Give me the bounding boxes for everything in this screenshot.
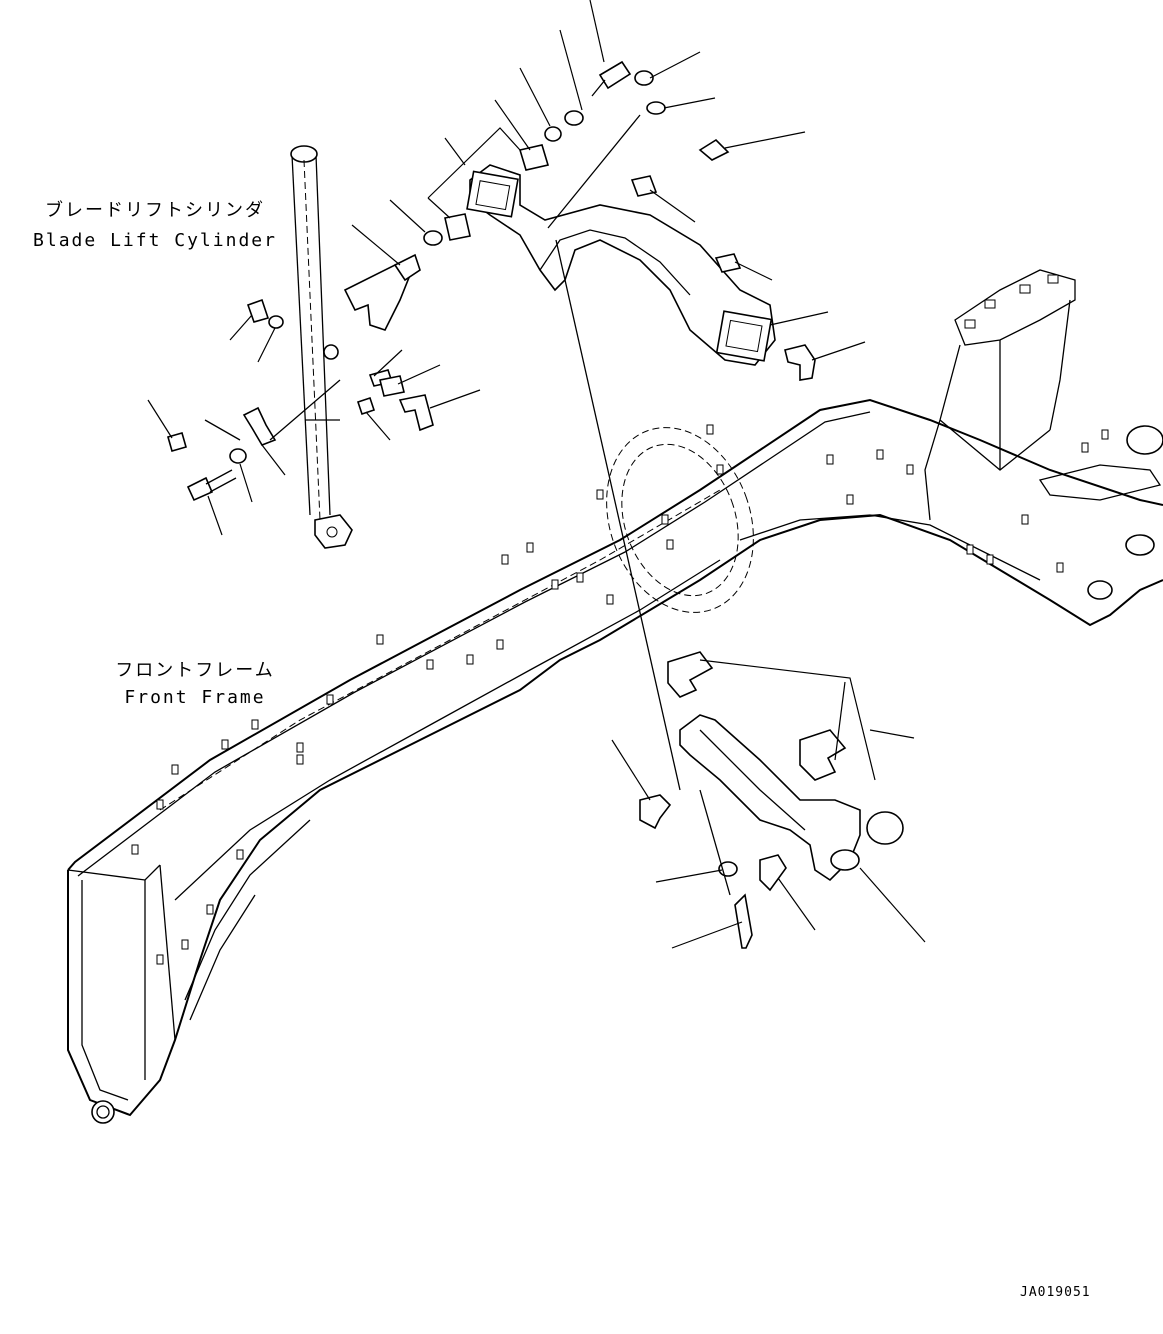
fasteners bbox=[167, 60, 816, 949]
lift-arm-bracket bbox=[466, 164, 776, 366]
frame-stud bbox=[1056, 562, 1064, 573]
frame-stud bbox=[876, 449, 884, 460]
frame-stud bbox=[501, 554, 509, 565]
circle-ring bbox=[606, 427, 754, 613]
blade-lift-cylinder-label-jp: ブレードリフトシリンダ bbox=[45, 200, 265, 221]
frame-stud bbox=[221, 739, 229, 750]
frame-stud bbox=[251, 719, 259, 730]
frame-stud bbox=[966, 544, 974, 555]
frame-stud bbox=[661, 514, 669, 525]
frame-stud bbox=[1081, 442, 1089, 453]
rear-frame bbox=[924, 269, 1163, 600]
frame-stud bbox=[296, 742, 304, 753]
frame-bosses bbox=[131, 424, 1109, 965]
lower-saddle-bracket bbox=[667, 651, 904, 882]
reference-lines bbox=[204, 114, 731, 896]
blade-lift-cylinder bbox=[290, 145, 353, 549]
frame-stud bbox=[551, 579, 559, 590]
front-frame bbox=[67, 398, 1163, 1124]
front-frame-label-jp: フロントフレーム bbox=[115, 660, 275, 681]
frame-stud bbox=[376, 634, 384, 645]
frame-stud bbox=[706, 424, 714, 435]
frame-stud bbox=[466, 654, 474, 665]
frame-stud bbox=[326, 694, 334, 705]
frame-stud bbox=[296, 754, 304, 765]
frame-stud bbox=[826, 454, 834, 465]
frame-stud bbox=[181, 939, 189, 950]
frame-stud bbox=[1101, 429, 1109, 440]
frame-stud bbox=[426, 659, 434, 670]
frame-stud bbox=[156, 954, 164, 965]
frame-stud bbox=[906, 464, 914, 475]
frame-stud bbox=[206, 904, 214, 915]
frame-stud bbox=[131, 844, 139, 855]
frame-stud bbox=[606, 594, 614, 605]
frame-stud bbox=[716, 464, 724, 475]
front-frame-label-en: Front Frame bbox=[124, 687, 266, 708]
frame-stud bbox=[496, 639, 504, 650]
frame-stud bbox=[526, 542, 534, 553]
frame-stud bbox=[171, 764, 179, 775]
frame-stud bbox=[596, 489, 604, 500]
frame-stud bbox=[846, 494, 854, 505]
leader-lines bbox=[147, 0, 926, 949]
frame-stud bbox=[576, 572, 584, 583]
frame-stud bbox=[666, 539, 674, 550]
frame-stud bbox=[156, 799, 164, 810]
blade-lift-cylinder-label-en: Blade Lift Cylinder bbox=[33, 230, 277, 251]
frame-stud bbox=[986, 554, 994, 565]
frame-stud bbox=[1021, 514, 1029, 525]
frame-stud bbox=[236, 849, 244, 860]
drawing-code: JA019051 bbox=[1020, 1285, 1091, 1300]
